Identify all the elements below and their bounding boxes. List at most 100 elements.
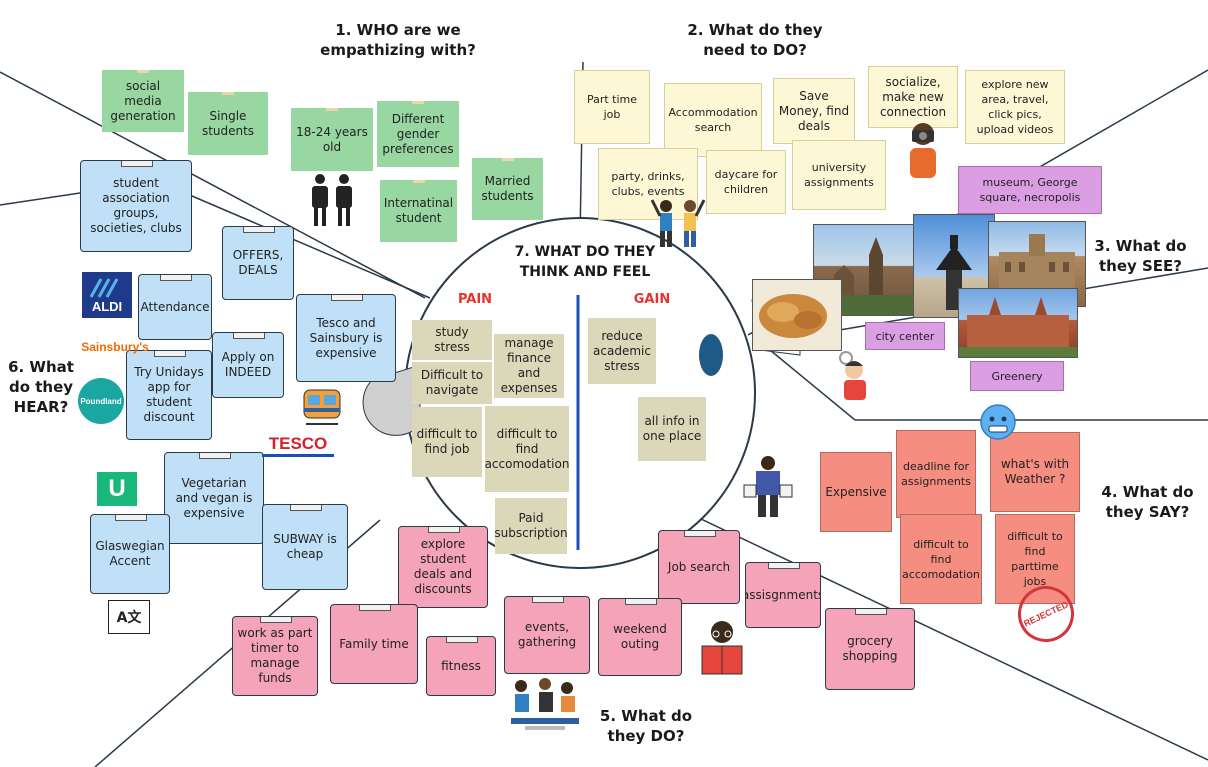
hear-note-text: student association groups, societies, c… bbox=[90, 176, 182, 235]
who-note-text: Internatinal student bbox=[383, 196, 454, 225]
hear-note[interactable]: OFFERS, DEALS bbox=[222, 226, 294, 300]
section-do: 5. What do they DO? bbox=[596, 706, 696, 746]
section-see-line2: they SEE? bbox=[1098, 257, 1183, 275]
gain-note[interactable]: reduce academic stress bbox=[588, 318, 656, 384]
do-note[interactable]: explore student deals and discounts bbox=[398, 526, 488, 608]
say-note[interactable]: difficult to find accomodation bbox=[900, 514, 982, 604]
need-note-text: Accommodation search bbox=[668, 106, 758, 134]
need-note[interactable]: party, drinks, clubs, events bbox=[598, 148, 698, 220]
need-note[interactable]: Part time job bbox=[574, 70, 650, 144]
empty-pockets-icon bbox=[743, 456, 793, 517]
gain-note-text: all info in one place bbox=[642, 414, 702, 443]
section-think-line2: THINK AND FEEL bbox=[519, 264, 651, 280]
who-note[interactable]: social media generation bbox=[102, 70, 184, 132]
see-note-text: Greenery bbox=[991, 369, 1043, 383]
need-note[interactable]: daycare for children bbox=[706, 150, 786, 214]
hear-note[interactable]: Attendance bbox=[138, 274, 212, 340]
do-note[interactable]: events, gathering bbox=[504, 596, 590, 674]
who-note[interactable]: Single students bbox=[188, 92, 268, 155]
need-note[interactable]: Accommodation search bbox=[664, 83, 762, 157]
need-note-text: explore new area, travel, click pics, up… bbox=[976, 78, 1054, 136]
camera-person-icon bbox=[910, 123, 936, 178]
unidays-logo: U bbox=[97, 472, 137, 506]
hear-note[interactable]: Tesco and Sainsbury is expensive bbox=[296, 294, 396, 382]
do-note[interactable]: fitness bbox=[426, 636, 496, 696]
see-note[interactable]: Greenery bbox=[970, 361, 1064, 391]
need-note-text: university assignments bbox=[804, 161, 874, 189]
section-do-line1: 5. What do bbox=[599, 707, 693, 725]
translate-icon: A文 bbox=[108, 600, 150, 634]
pain-note-text: Difficult to navigate bbox=[420, 368, 484, 397]
see-note-text: city center bbox=[875, 329, 935, 343]
section-who: 1. WHO are we empathizing with? bbox=[308, 20, 488, 60]
who-note[interactable]: Married students bbox=[472, 158, 543, 220]
do-note[interactable]: assisgnments bbox=[745, 562, 821, 628]
hear-note-text: OFFERS, DEALS bbox=[232, 248, 284, 277]
need-note-text: socialize, make new connection bbox=[879, 74, 947, 119]
need-note[interactable]: socialize, make new connection bbox=[868, 66, 958, 128]
do-note-text: assisgnments bbox=[745, 587, 821, 602]
do-note-text: work as part timer to manage funds bbox=[237, 626, 313, 685]
pain-note[interactable]: difficult to find accomodation bbox=[485, 406, 569, 492]
do-note[interactable]: grocery shopping bbox=[825, 608, 915, 690]
say-note[interactable]: deadline for assignments bbox=[896, 430, 976, 518]
hear-note-text: Attendance bbox=[140, 299, 210, 314]
pain-note[interactable]: Difficult to navigate bbox=[412, 362, 492, 404]
do-note[interactable]: work as part timer to manage funds bbox=[232, 616, 318, 696]
say-note[interactable]: Expensive bbox=[820, 452, 892, 532]
pain-note-text: difficult to find accomodation bbox=[485, 426, 569, 471]
pain-label: PAIN bbox=[457, 292, 493, 307]
hear-note[interactable]: student association groups, societies, c… bbox=[80, 160, 192, 252]
say-note-text: difficult to find accomodation bbox=[902, 537, 980, 581]
do-note-text: Family time bbox=[339, 636, 409, 651]
section-hear-line3: HEAR? bbox=[13, 398, 69, 416]
hear-note-text: Tesco and Sainsbury is expensive bbox=[309, 315, 383, 360]
hear-note[interactable]: Glaswegian Accent bbox=[90, 514, 170, 594]
need-note-text: Save Money, find deals bbox=[778, 88, 850, 133]
pain-note[interactable]: Paid subscription bbox=[495, 498, 567, 554]
who-note[interactable]: Internatinal student bbox=[380, 180, 457, 242]
hear-note[interactable]: SUBWAY is cheap bbox=[262, 504, 348, 590]
section-say-line1: 4. What do bbox=[1101, 483, 1194, 501]
hear-note-text: Vegetarian and vegan is expensive bbox=[175, 475, 253, 520]
gain-note[interactable]: all info in one place bbox=[638, 397, 706, 461]
need-note[interactable]: Save Money, find deals bbox=[773, 78, 855, 144]
section-hear: 6. What do they HEAR? bbox=[2, 357, 80, 417]
section-do-line2: they DO? bbox=[607, 727, 685, 745]
say-note[interactable]: what's with Weather ? bbox=[990, 432, 1080, 512]
divider-line-top-left bbox=[0, 71, 426, 299]
hear-note-text: Apply on INDEED bbox=[221, 350, 275, 379]
say-note-text: what's with Weather ? bbox=[1000, 457, 1070, 486]
hear-note-text: Glaswegian Accent bbox=[95, 539, 165, 568]
hear-note[interactable]: Vegetarian and vegan is expensive bbox=[164, 452, 264, 544]
hear-note[interactable]: Apply on INDEED bbox=[212, 332, 284, 398]
do-note-text: explore student deals and discounts bbox=[413, 537, 473, 596]
hear-note-text: SUBWAY is cheap bbox=[273, 532, 337, 561]
section-say-line2: they SAY? bbox=[1105, 503, 1190, 521]
do-note[interactable]: weekend outing bbox=[598, 598, 682, 676]
need-note[interactable]: explore new area, travel, click pics, up… bbox=[965, 70, 1065, 144]
see-note[interactable]: museum, George square, necropolis bbox=[958, 166, 1102, 214]
pain-note[interactable]: manage finance and expenses bbox=[494, 334, 564, 398]
who-note[interactable]: Different gender preferences bbox=[377, 101, 459, 167]
do-note[interactable]: Job search bbox=[658, 530, 740, 604]
who-note-text: Different gender preferences bbox=[382, 111, 454, 156]
section-hear-line2: do they bbox=[8, 378, 74, 396]
who-note[interactable]: 18-24 years old bbox=[291, 108, 373, 171]
section-say: 4. What do they SAY? bbox=[1095, 482, 1200, 522]
pain-note[interactable]: difficult to find job bbox=[412, 407, 482, 477]
section-see-line1: 3. What do bbox=[1094, 237, 1187, 255]
see-note[interactable]: city center bbox=[865, 322, 945, 350]
who-note-text: Single students bbox=[201, 108, 255, 138]
fitness-group-icon bbox=[511, 678, 579, 730]
say-note[interactable]: difficult to find parttime jobs bbox=[995, 514, 1075, 604]
dancing-friends-icon bbox=[650, 199, 706, 247]
need-note[interactable]: university assignments bbox=[792, 140, 886, 210]
who-note-text: 18-24 years old bbox=[296, 124, 368, 154]
hear-note[interactable]: Try Unidays app for student discount bbox=[126, 350, 212, 440]
say-note-text: Expensive bbox=[825, 484, 887, 499]
section-hear-line1: 6. What bbox=[8, 358, 74, 376]
do-note[interactable]: Family time bbox=[330, 604, 418, 684]
pain-note[interactable]: study stress bbox=[412, 320, 492, 360]
